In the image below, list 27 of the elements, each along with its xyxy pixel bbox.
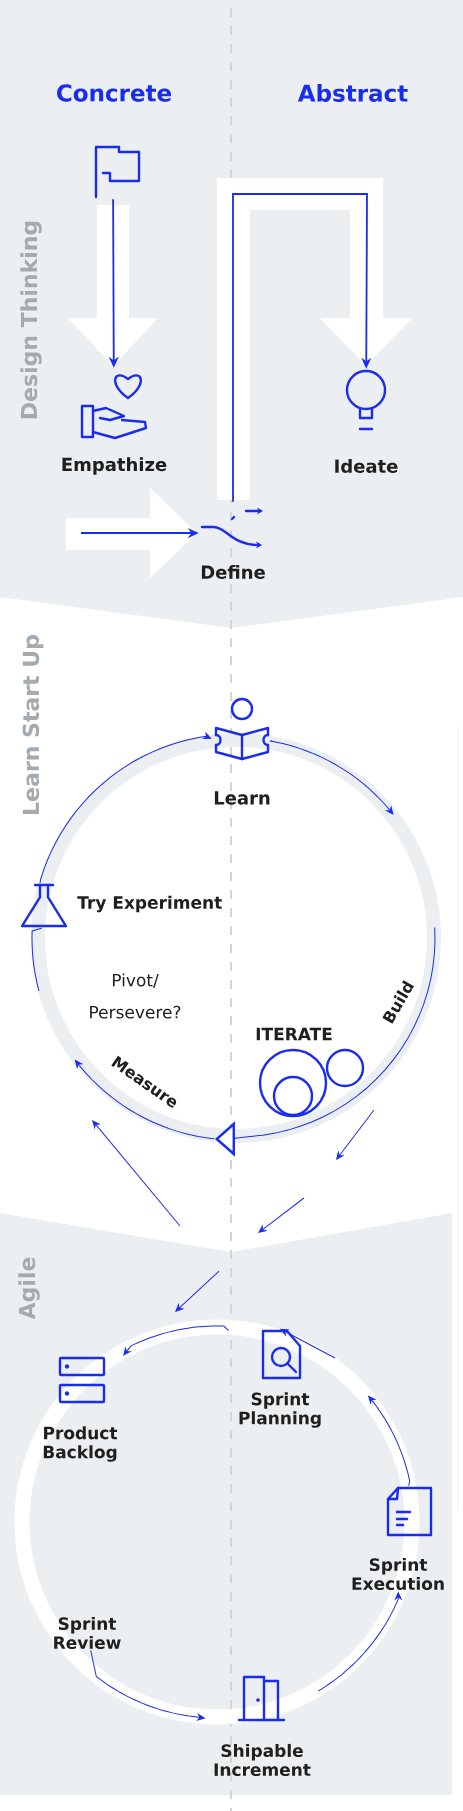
phase-label: Sprint Execution	[352, 1557, 444, 1591]
section-title: Learn Start Up	[22, 635, 44, 814]
phase-label: Define	[201, 565, 265, 579]
arrow	[123, 1325, 230, 1356]
question-text: Pivot/ Persevere?	[90, 973, 181, 1019]
phase-label: Product Backlog	[43, 1426, 118, 1462]
phase-label: Try Experiment	[77, 895, 222, 913]
block-arrow	[217, 178, 412, 503]
phase-label: Learn	[214, 791, 270, 805]
phase-label: Empathize	[62, 457, 167, 475]
column-heading: Concrete	[57, 84, 171, 102]
arrow	[39, 732, 212, 884]
phase-label: Ideate	[335, 459, 398, 473]
arrow	[368, 1395, 411, 1487]
arrow	[270, 740, 394, 815]
phase-label: Sprint Planning	[239, 1392, 321, 1428]
arrow	[90, 1650, 205, 1721]
arrow	[317, 1592, 402, 1692]
arrow	[280, 1328, 336, 1359]
phase-label: Sprint Review	[54, 1616, 121, 1650]
phase-label: Shipable Increment	[214, 1743, 311, 1777]
section-title: Agile	[18, 1257, 40, 1320]
column-heading: Abstract	[297, 84, 408, 102]
flag-icon	[94, 145, 141, 199]
phase-label: ITERATE	[256, 1027, 332, 1041]
section-title: Design Thinking	[20, 221, 42, 419]
arrow	[74, 1060, 215, 1140]
